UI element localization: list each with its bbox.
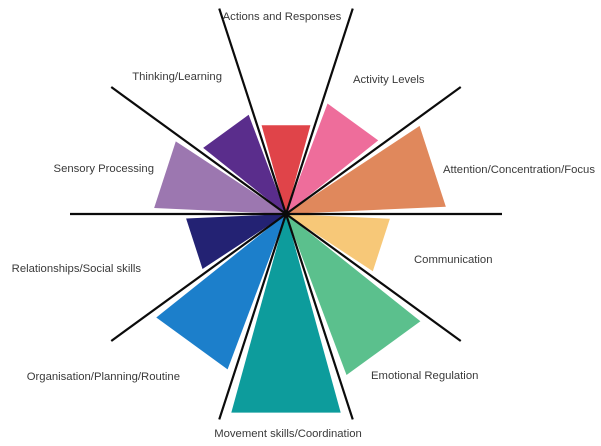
wheel-segment-label: Sensory Processing	[54, 163, 154, 175]
wheel-segment-label: Movement skills/Coordination	[214, 428, 362, 440]
wheel-segment-label: Actions and Responses	[223, 11, 342, 23]
wedge-layer	[154, 103, 446, 413]
wheel-segment[interactable]	[286, 103, 379, 214]
wheel-spoke	[284, 8, 354, 215]
wheel-segment-label: Thinking/Learning	[132, 71, 222, 83]
wheel-segment[interactable]	[154, 141, 286, 214]
wheel-spoke	[218, 213, 288, 420]
wheel-segment[interactable]	[286, 214, 390, 272]
wheel-spoke	[110, 86, 287, 215]
wheel-segment[interactable]	[231, 214, 341, 413]
wheel-spoke	[285, 213, 462, 342]
wheel-spoke	[218, 8, 288, 215]
wheel-segment[interactable]	[286, 125, 446, 214]
wheel-spoke	[285, 86, 462, 215]
wheel-segment-label: Communication	[414, 254, 492, 266]
wheel-segment-label: Emotional Regulation	[371, 370, 478, 382]
wheel-segment-label: Activity Levels	[353, 74, 425, 86]
wheel-segment-label: Relationships/Social skills	[12, 263, 142, 275]
wheel-segment-label: Organisation/Planning/Routine	[27, 371, 180, 383]
wheel-segment[interactable]	[156, 214, 286, 370]
spoke-layer	[70, 8, 502, 420]
wheel-spoke	[110, 213, 287, 342]
wheel-spoke	[284, 213, 354, 420]
wheel-segment-label: Attention/Concentration/Focus	[443, 164, 595, 176]
wheel-segment[interactable]	[186, 214, 286, 270]
wheel-segment[interactable]	[261, 125, 311, 214]
wheel-segment[interactable]	[203, 114, 286, 214]
wheel-segment[interactable]	[286, 214, 421, 375]
